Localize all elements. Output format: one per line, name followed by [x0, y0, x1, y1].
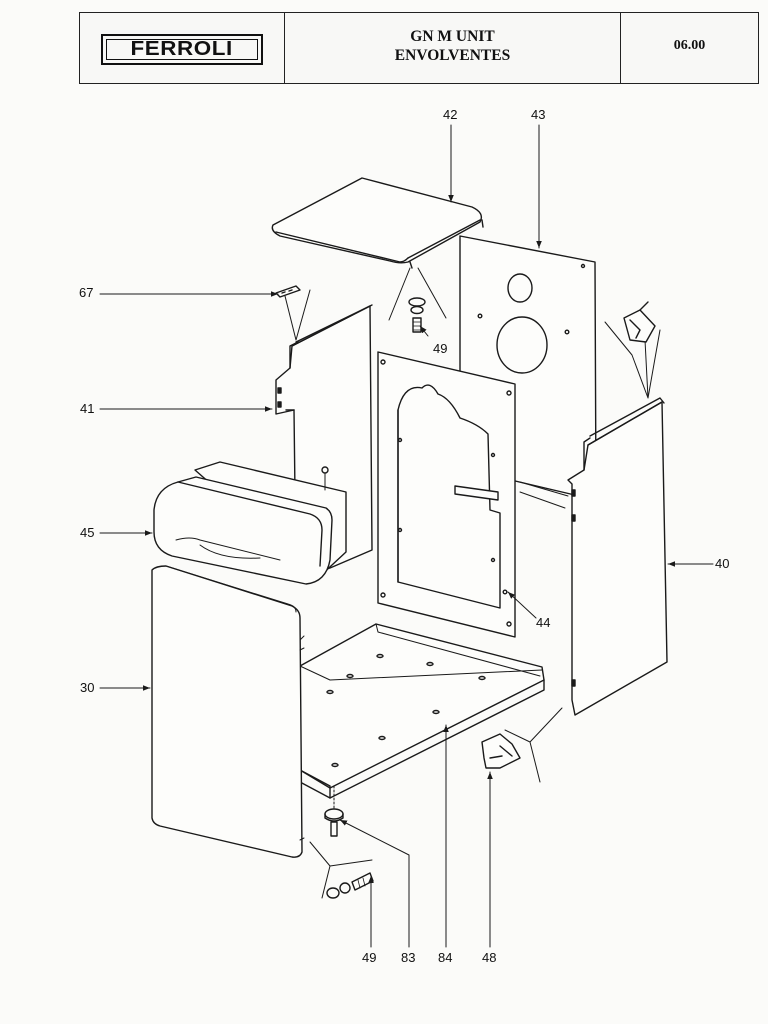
top-cover	[271, 177, 484, 269]
adjustable-foot	[324, 785, 344, 837]
title-line-2: ENVOLVENTES	[394, 47, 511, 64]
clip-67	[275, 285, 311, 341]
front-door	[151, 565, 305, 858]
bracket-lower	[481, 707, 563, 783]
title-block: FERROLI GN M UNIT ENVOLVENTES 06.00	[79, 12, 759, 84]
part-label-49-bottom: 49	[362, 950, 377, 965]
revision-code: 06.00	[673, 38, 706, 53]
right-side-panel	[519, 321, 668, 716]
title-line-1: GN M UNIT	[410, 28, 495, 45]
brand-name: FERROLI	[130, 38, 234, 60]
leader-lines	[99, 124, 714, 948]
code-cell: 06.00	[621, 13, 758, 83]
part-label-48: 48	[482, 950, 497, 965]
part-label-45: 45	[80, 525, 95, 540]
part-label-43: 43	[531, 107, 546, 122]
base-tray	[299, 623, 545, 799]
inner-front-panel	[377, 351, 516, 638]
logo-cell: FERROLI	[80, 13, 285, 83]
ferroli-logo: FERROLI	[101, 34, 263, 65]
screw-assembly-top	[388, 267, 447, 333]
part-label-84: 84	[438, 950, 453, 965]
control-panel	[153, 461, 347, 585]
bracket-upper	[623, 301, 656, 343]
screw-assembly-bottom	[309, 841, 374, 899]
title-cell: GN M UNIT ENVOLVENTES	[285, 13, 621, 83]
part-label-49-top: 49	[433, 341, 448, 356]
part-label-30: 30	[80, 680, 95, 695]
part-label-41: 41	[80, 401, 95, 416]
part-label-40: 40	[715, 556, 730, 571]
part-label-83: 83	[401, 950, 416, 965]
part-label-42: 42	[443, 107, 458, 122]
part-label-44: 44	[536, 615, 551, 630]
part-label-67: 67	[79, 285, 94, 300]
